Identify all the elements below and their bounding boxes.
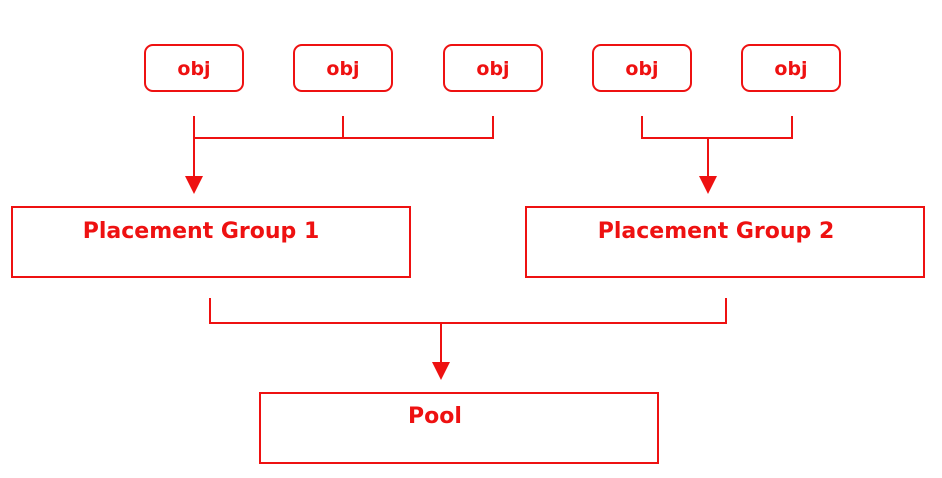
obj-box-3 xyxy=(443,44,543,92)
connector-objs-to-pg2 xyxy=(641,116,793,194)
placement-group-label-1: Placement Group 1 xyxy=(83,219,320,244)
arrowhead-down-icon xyxy=(699,176,717,194)
placement-group-box-2 xyxy=(525,206,925,278)
obj-label-4: obj xyxy=(625,58,658,80)
obj-box-1 xyxy=(144,44,244,92)
placement-group-node-1: Placement Group 1 xyxy=(11,206,411,278)
obj-node-5: obj xyxy=(741,44,841,92)
obj-node-4: obj xyxy=(592,44,692,92)
obj-box-4 xyxy=(592,44,692,92)
placement-group-node-2: Placement Group 2 xyxy=(525,206,925,278)
obj-box-5 xyxy=(741,44,841,92)
arrowhead-down-icon xyxy=(185,176,203,194)
arrowhead-down-icon xyxy=(432,362,450,380)
placement-group-label-2: Placement Group 2 xyxy=(598,219,835,244)
obj-node-2: obj xyxy=(293,44,393,92)
connector-objs-to-pg1 xyxy=(185,116,494,194)
obj-box-2 xyxy=(293,44,393,92)
obj-node-1: obj xyxy=(144,44,244,92)
pool-box xyxy=(259,392,659,464)
obj-node-3: obj xyxy=(443,44,543,92)
obj-label-5: obj xyxy=(774,58,807,80)
obj-label-3: obj xyxy=(476,58,509,80)
placement-group-box-1 xyxy=(11,206,411,278)
connector-pgs-to-pool xyxy=(209,298,727,380)
pool-node: Pool xyxy=(259,392,659,464)
obj-label-2: obj xyxy=(326,58,359,80)
pool-label: Pool xyxy=(408,404,462,429)
obj-label-1: obj xyxy=(177,58,210,80)
